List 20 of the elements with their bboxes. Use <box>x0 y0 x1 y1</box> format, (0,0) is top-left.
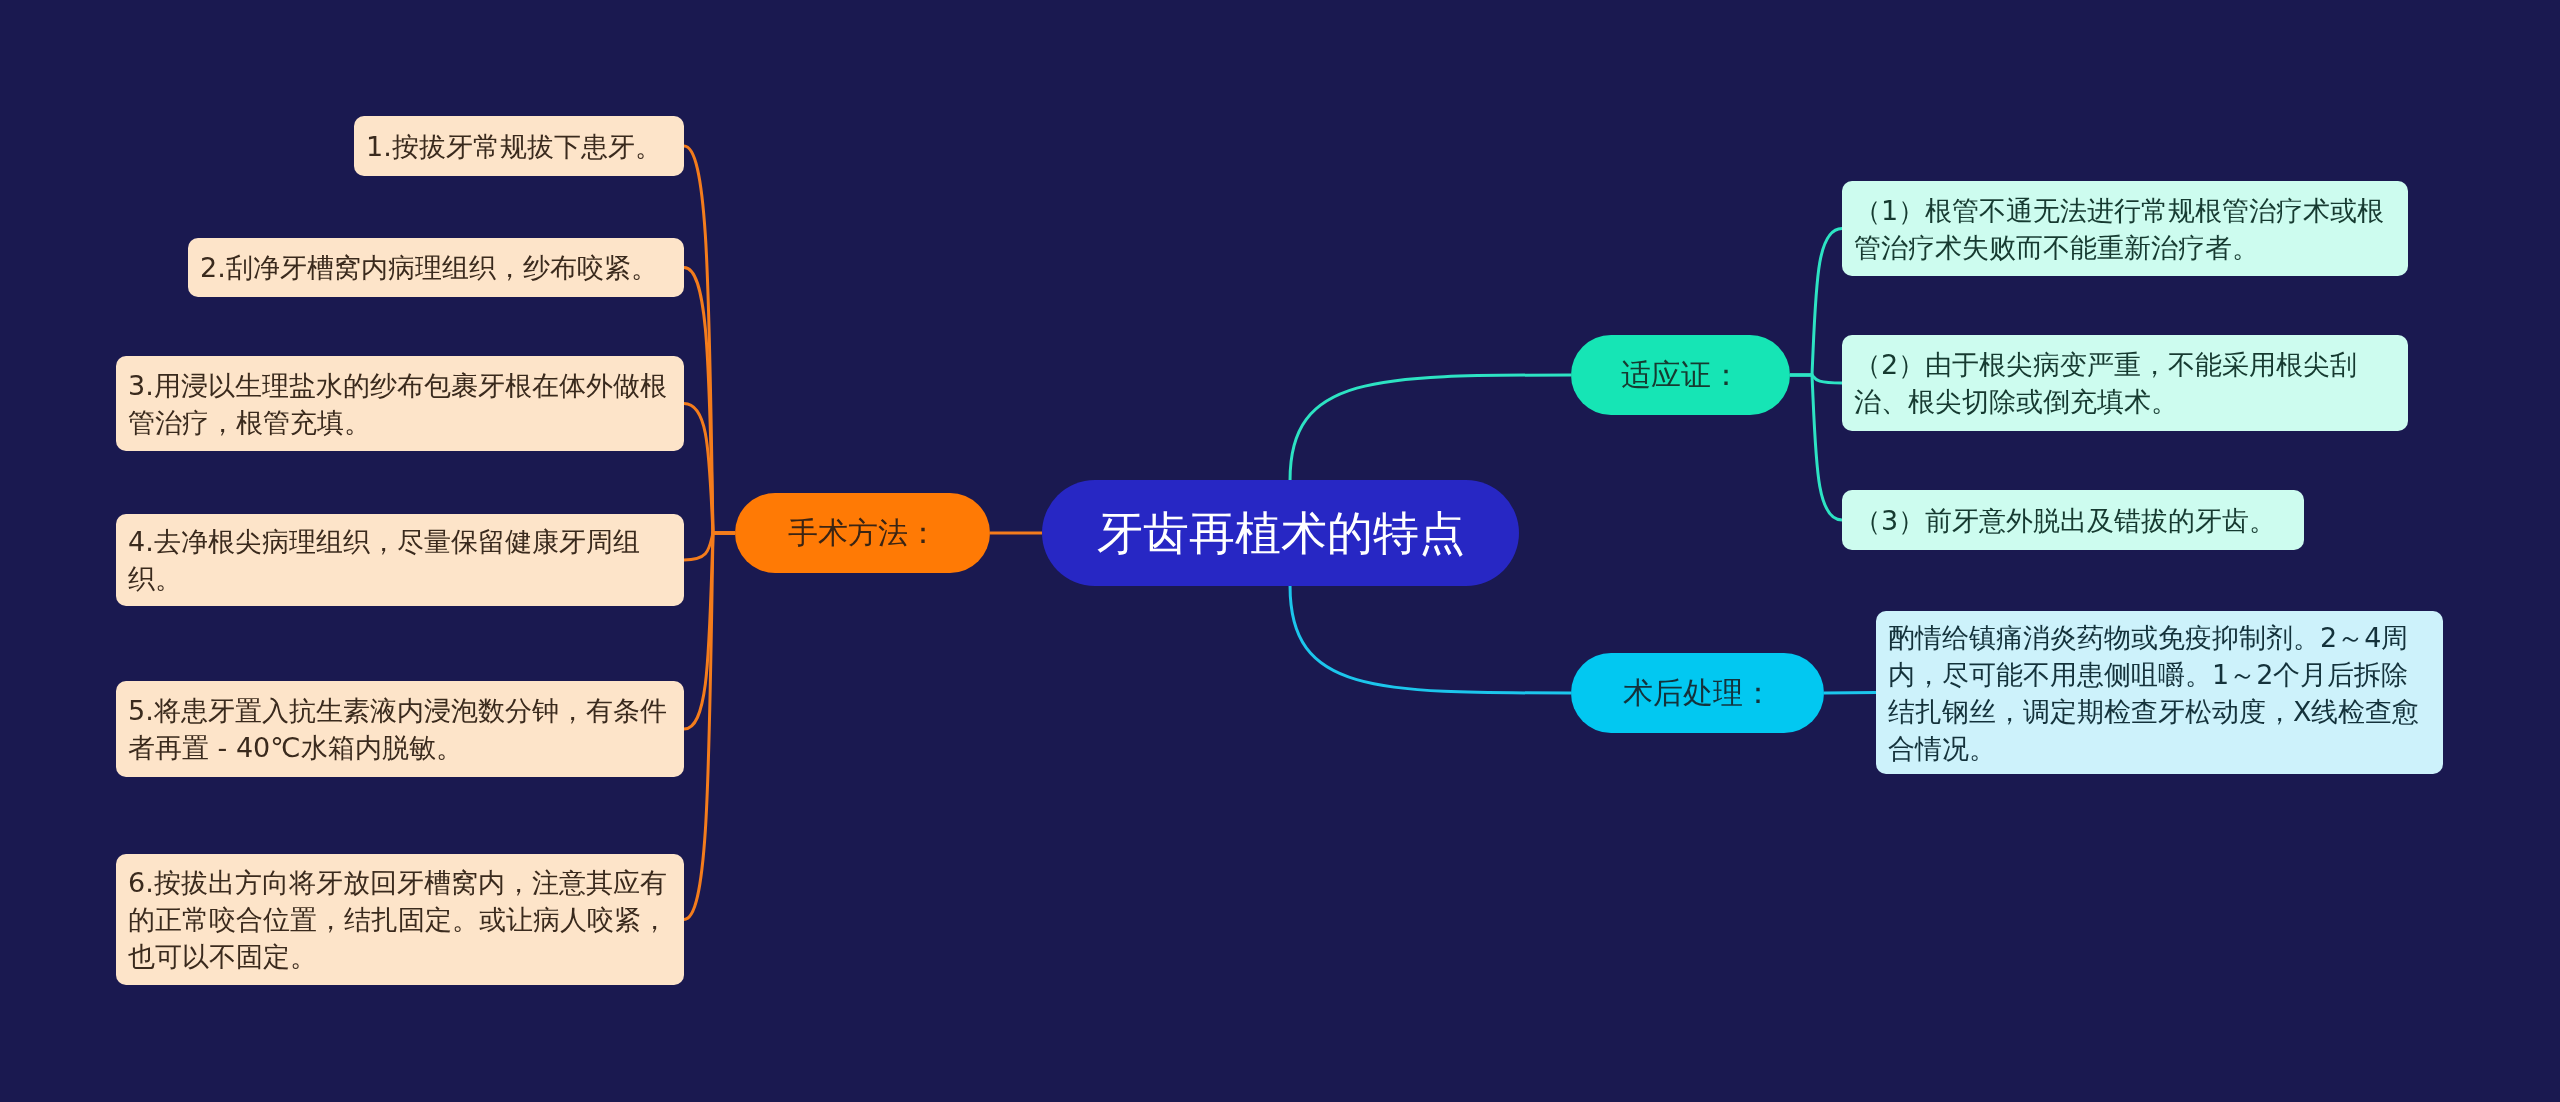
note-card: 酌情给镇痛消炎药物或免疫抑制剂。2～4周内，尽可能不用患侧咀嚼。1～2个月后拆除结扎钢丝，调定期检查牙松动度，X线检查愈合情况。 <box>1876 611 2443 774</box>
note-card: （3）前牙意外脱出及错拔的牙齿。 <box>1842 490 2304 550</box>
connector-line <box>1288 373 1571 481</box>
connector-line <box>1288 585 1571 695</box>
branch-topic: 手术方法： <box>735 493 990 573</box>
note-card: 1.按拔牙常规拔下患牙。 <box>354 116 684 176</box>
central-topic: 牙齿再植术的特点 <box>1042 480 1519 586</box>
connector-line <box>683 531 735 921</box>
branch-topic: 适应证： <box>1571 335 1790 415</box>
connector-line <box>1824 691 1876 695</box>
connector-line <box>990 531 1042 535</box>
note-card: 3.用浸以生理盐水的纱布包裹牙根在体外做根管治疗，根管充填。 <box>116 356 684 451</box>
note-card: （1）根管不通无法进行常规根管治疗术或根管治疗术失败而不能重新治疗者。 <box>1842 181 2408 276</box>
note-card: 5.将患牙置入抗生素液内浸泡数分钟，有条件者再置 - 40℃水箱内脱敏。 <box>116 681 684 777</box>
note-card: 2.刮净牙槽窝内病理组织，纱布咬紧。 <box>188 238 684 297</box>
connector-line <box>1790 373 1843 522</box>
note-card: 6.按拔出方向将牙放回牙槽窝内，注意其应有的正常咬合位置，结扎固定。或让病人咬紧，也可以不固定。 <box>116 854 684 985</box>
branch-topic: 术后处理： <box>1571 653 1824 733</box>
note-card: （2）由于根尖病变严重，不能采用根尖刮治、根尖切除或倒充填术。 <box>1842 335 2408 431</box>
note-card: 4.去净根尖病理组织，尽量保留健康牙周组织。 <box>116 514 684 606</box>
